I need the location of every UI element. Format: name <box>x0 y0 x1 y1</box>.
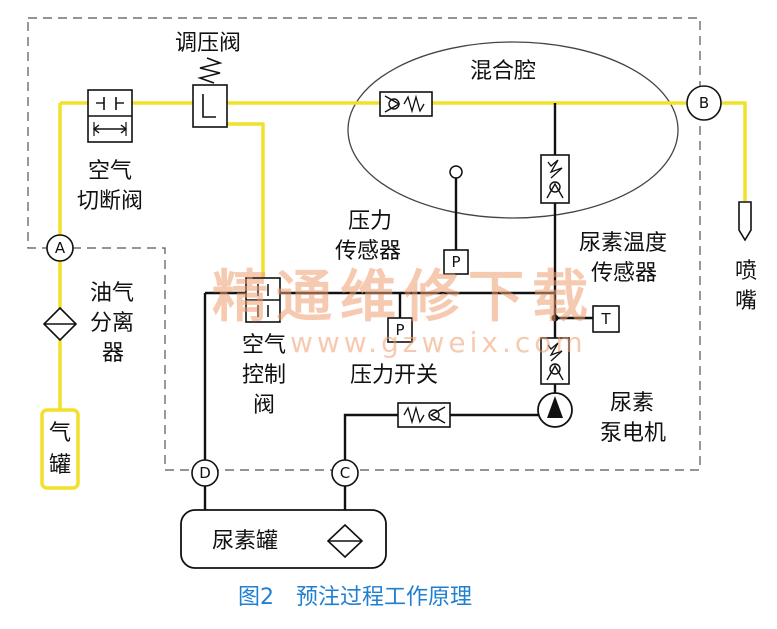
node-a: A <box>46 234 74 262</box>
urea-check-valve-upper <box>540 154 570 204</box>
pressure-valve-label: 调压阀 <box>175 31 241 56</box>
pressure-switch-label: 压力开关 <box>350 363 438 388</box>
urea-tank-filter <box>326 523 364 559</box>
svg-text:C: C <box>340 464 350 482</box>
junction-dot <box>551 314 559 322</box>
node-b: B <box>686 85 722 121</box>
svg-text:B: B <box>699 94 709 112</box>
nozzle-symbol <box>738 201 752 242</box>
node-c: C <box>331 459 359 487</box>
air-control-valve-label-3: 阀 <box>253 393 275 418</box>
pressure-sensor-label-2: 传感器 <box>335 239 401 264</box>
urea-temp-sensor-label-1: 尿素温度 <box>579 231 667 256</box>
urea-tank <box>180 509 387 569</box>
nozzle-label-2: 嘴 <box>735 289 757 314</box>
urea-pump-label-2: 泵电机 <box>600 421 666 446</box>
oil-separator-label-3: 器 <box>102 341 124 366</box>
node-d: D <box>191 459 219 487</box>
mixing-chamber-label: 混合腔 <box>470 59 536 84</box>
temp-sensor-letter: T <box>600 310 611 328</box>
pressure-sensor-symbol <box>443 165 469 275</box>
air-cutoff-valve-label-2: 切断阀 <box>77 189 143 214</box>
air-cutoff-valve-label-1: 空气 <box>88 159 132 184</box>
watermark-text: 精通维修下载 <box>212 265 596 330</box>
urea-check-valve-lower <box>540 337 570 385</box>
svg-text:A: A <box>55 239 66 257</box>
air-tank-label-2: 罐 <box>49 453 71 478</box>
oil-separator-label-2: 分离 <box>90 311 134 336</box>
urea-temp-sensor-label-2: 传感器 <box>591 261 657 286</box>
nozzle-label-1: 喷 <box>735 259 757 284</box>
figure-caption: 图2 预注过程工作原理 <box>238 585 472 610</box>
urea-pump-symbol <box>537 392 573 428</box>
air-to-control-valve-line <box>226 122 265 285</box>
oil-separator-symbol <box>42 306 78 342</box>
urea-tank-label: 尿素罐 <box>212 529 278 554</box>
pressure-valve-symbol <box>192 57 228 128</box>
pump-line-check-valve <box>397 402 451 428</box>
air-tank <box>40 408 80 490</box>
air-control-valve-label-2: 控制 <box>242 363 286 388</box>
mixing-chamber <box>347 41 679 219</box>
air-cutoff-valve-symbol <box>87 89 133 143</box>
line-c-to-pump <box>343 413 540 460</box>
temp-sensor-symbol <box>592 305 620 333</box>
urea-pump-label-1: 尿素 <box>610 391 654 416</box>
oil-separator-label-1: 油气 <box>90 281 134 306</box>
watermark-url: www.gzweix.com <box>290 326 587 359</box>
air-tank-label-1: 气 <box>49 421 71 446</box>
pressure-switch-symbol <box>387 317 413 343</box>
air-check-valve-symbol <box>379 91 433 117</box>
system-boundary <box>27 17 701 471</box>
pressure-switch-letter: P <box>395 321 404 339</box>
b-to-nozzle-line <box>722 101 747 202</box>
svg-text:D: D <box>199 464 211 482</box>
air-control-valve-label-1: 空气 <box>242 333 286 358</box>
air-control-valve-symbol <box>245 277 281 323</box>
pressure-sensor-letter: P <box>451 253 460 271</box>
pressure-sensor-label-1: 压力 <box>348 209 392 234</box>
